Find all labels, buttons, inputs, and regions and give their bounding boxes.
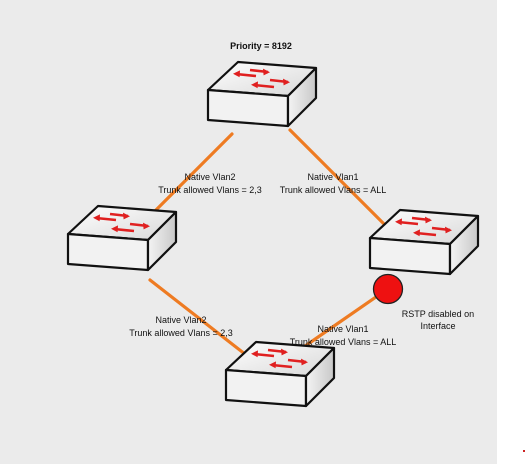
trunk-vlans-text: Trunk allowed Vlans = ALL <box>279 185 387 195</box>
native-vlan-text: Native Vlan2 <box>155 315 207 325</box>
link-bottom-left <box>148 278 252 360</box>
link-top-right-label: Native Vlan1 Trunk allowed Vlans = ALL <box>273 171 393 197</box>
rstp-note: RSTP disabled on Interface <box>382 308 494 332</box>
link-top-left-label: Native Vlan2 Trunk allowed Vlans = 2,3 <box>150 171 270 197</box>
rstp-disabled-marker <box>372 273 404 305</box>
switch-icon <box>368 208 480 276</box>
native-vlan-text: Native Vlan2 <box>184 172 236 182</box>
link-top-right <box>288 128 394 234</box>
root-priority-label: Priority = 8192 <box>230 41 292 51</box>
corner-mark <box>523 450 525 452</box>
trunk-vlans-text: Trunk allowed Vlans = ALL <box>289 337 397 347</box>
rstp-note-line1: RSTP disabled on <box>401 309 475 319</box>
native-vlan-text: Native Vlan1 <box>317 324 369 334</box>
trunk-vlans-text: Trunk allowed Vlans = 2,3 <box>158 185 262 195</box>
link-bottom-left-label: Native Vlan2 Trunk allowed Vlans = 2,3 <box>116 314 246 340</box>
link-bottom-right-label: Native Vlan1 Trunk allowed Vlans = ALL <box>276 323 410 349</box>
rstp-note-line2: Interface <box>420 321 456 331</box>
switch-icon <box>206 60 318 128</box>
link-top-left <box>140 132 234 226</box>
native-vlan-text: Native Vlan1 <box>307 172 359 182</box>
switch-icon <box>66 204 178 272</box>
trunk-vlans-text: Trunk allowed Vlans = 2,3 <box>129 328 233 338</box>
